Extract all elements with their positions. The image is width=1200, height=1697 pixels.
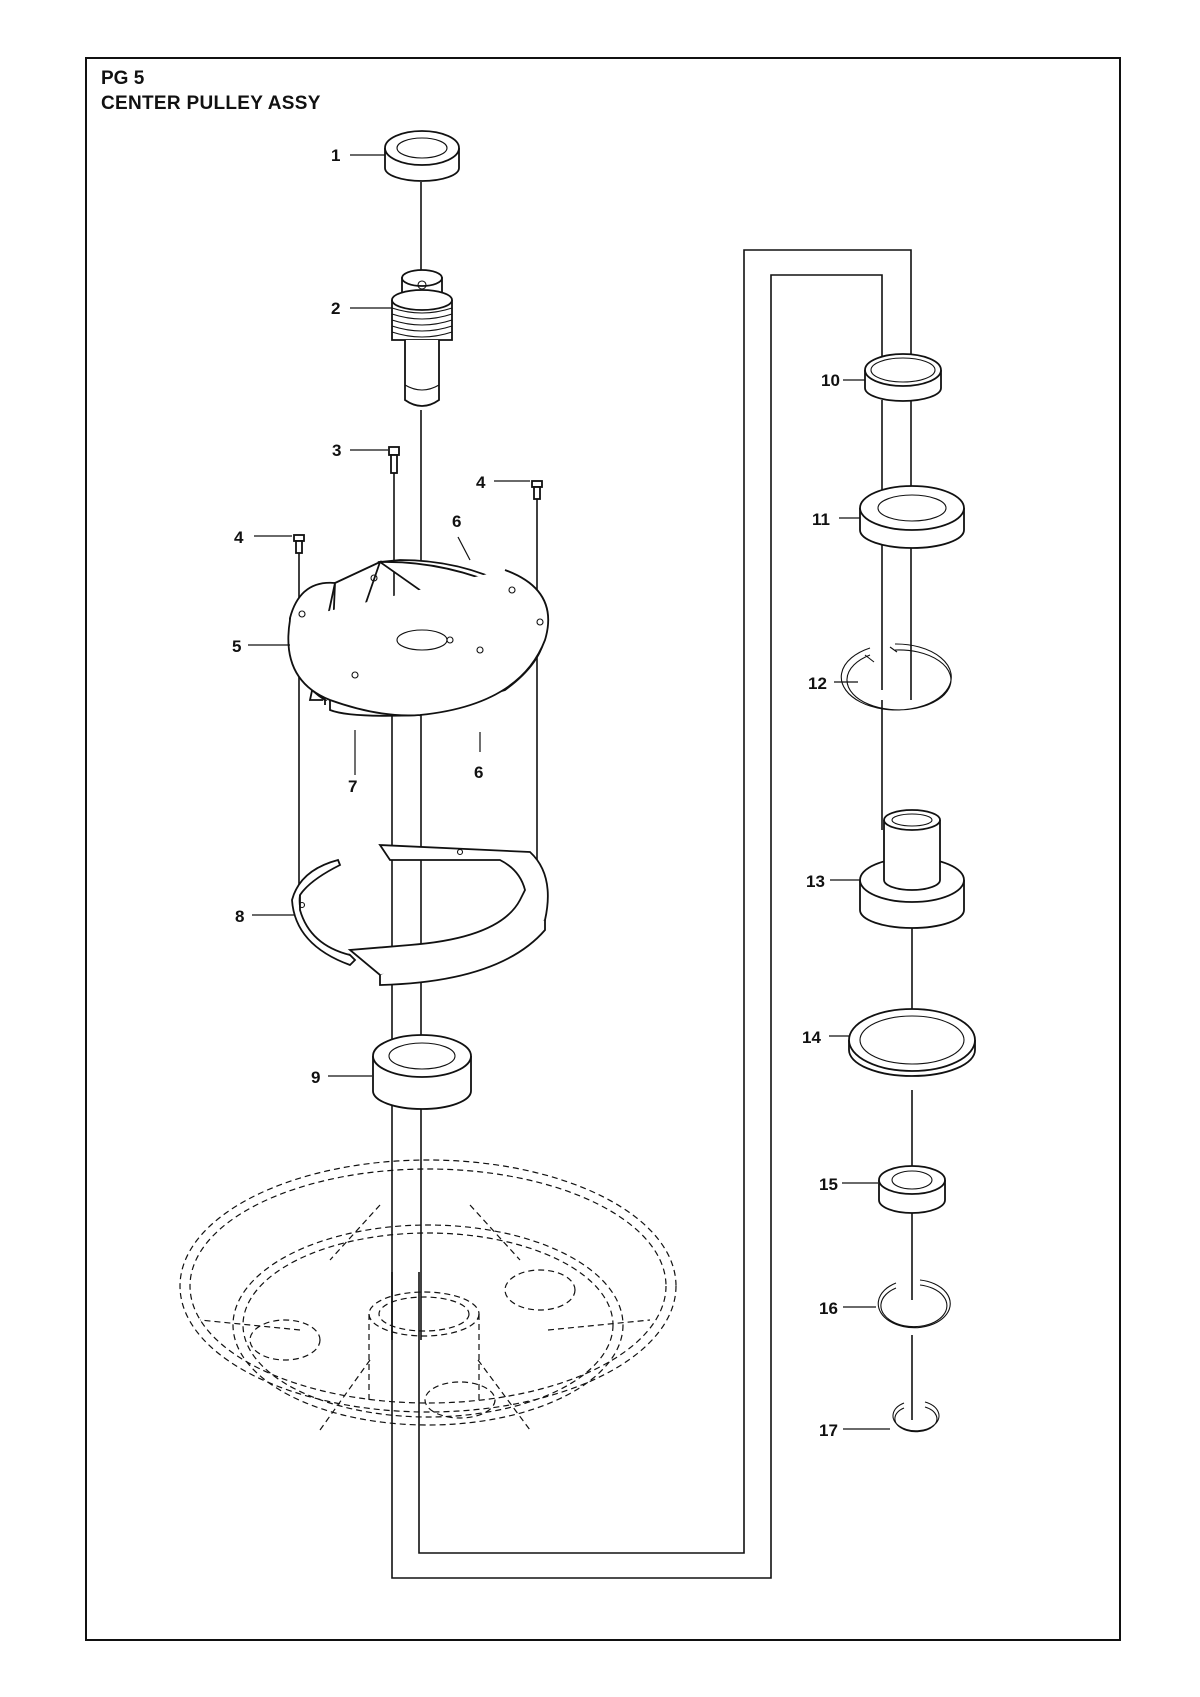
part-13-flange-hub	[859, 809, 965, 929]
callout-1: 1	[331, 146, 340, 165]
page-frame	[85, 57, 1121, 1641]
callout-16: 16	[819, 1299, 838, 1318]
callout-14: 14	[802, 1028, 821, 1047]
part-10-ring	[864, 353, 942, 402]
callout-11: 11	[812, 510, 830, 529]
part-12-circlip	[840, 643, 952, 711]
callout-3: 3	[332, 441, 341, 460]
part-4-screw-right	[531, 480, 543, 500]
part-15-bearing	[878, 1165, 946, 1214]
callout-10: 10	[821, 371, 840, 390]
housing-dashed	[179, 1159, 677, 1431]
disc-assembly	[287, 559, 550, 717]
callout-7: 7	[348, 777, 357, 796]
callout-9: 9	[311, 1068, 320, 1087]
callout-4a: 4	[476, 473, 486, 492]
callout-8: 8	[235, 907, 244, 926]
callout-12: 12	[808, 674, 827, 693]
leader-lines	[248, 154, 890, 1430]
callout-13: 13	[806, 872, 825, 891]
callout-15: 15	[819, 1175, 838, 1194]
part-8-plate	[291, 844, 549, 986]
callout-5: 5	[232, 637, 241, 656]
part-14-ring	[848, 1008, 976, 1077]
callout-17: 17	[819, 1421, 838, 1440]
page-code: PG 5	[101, 68, 145, 89]
assembly-route-line	[391, 249, 912, 1579]
callout-2: 2	[331, 299, 340, 318]
right-axis-lines	[881, 400, 913, 1420]
callout-6a: 6	[452, 512, 461, 531]
part-2-spindle	[391, 269, 453, 407]
part-16-circlip	[877, 1279, 951, 1329]
part-1-seal	[384, 130, 460, 182]
part-17-circlip	[892, 1401, 940, 1433]
part-3-screw	[388, 446, 400, 474]
callout-4b: 4	[234, 528, 244, 547]
callout-6b: 6	[474, 763, 483, 782]
part-11-bearing	[859, 485, 965, 549]
callout-labels: 1 2 3 4 4 5 6 6 7 8 9 10 11 12 13 14 15 …	[232, 146, 840, 1440]
page-title: CENTER PULLEY ASSY	[101, 93, 321, 114]
part-4-screw-left	[293, 534, 305, 554]
part-9-bearing	[372, 1034, 472, 1110]
